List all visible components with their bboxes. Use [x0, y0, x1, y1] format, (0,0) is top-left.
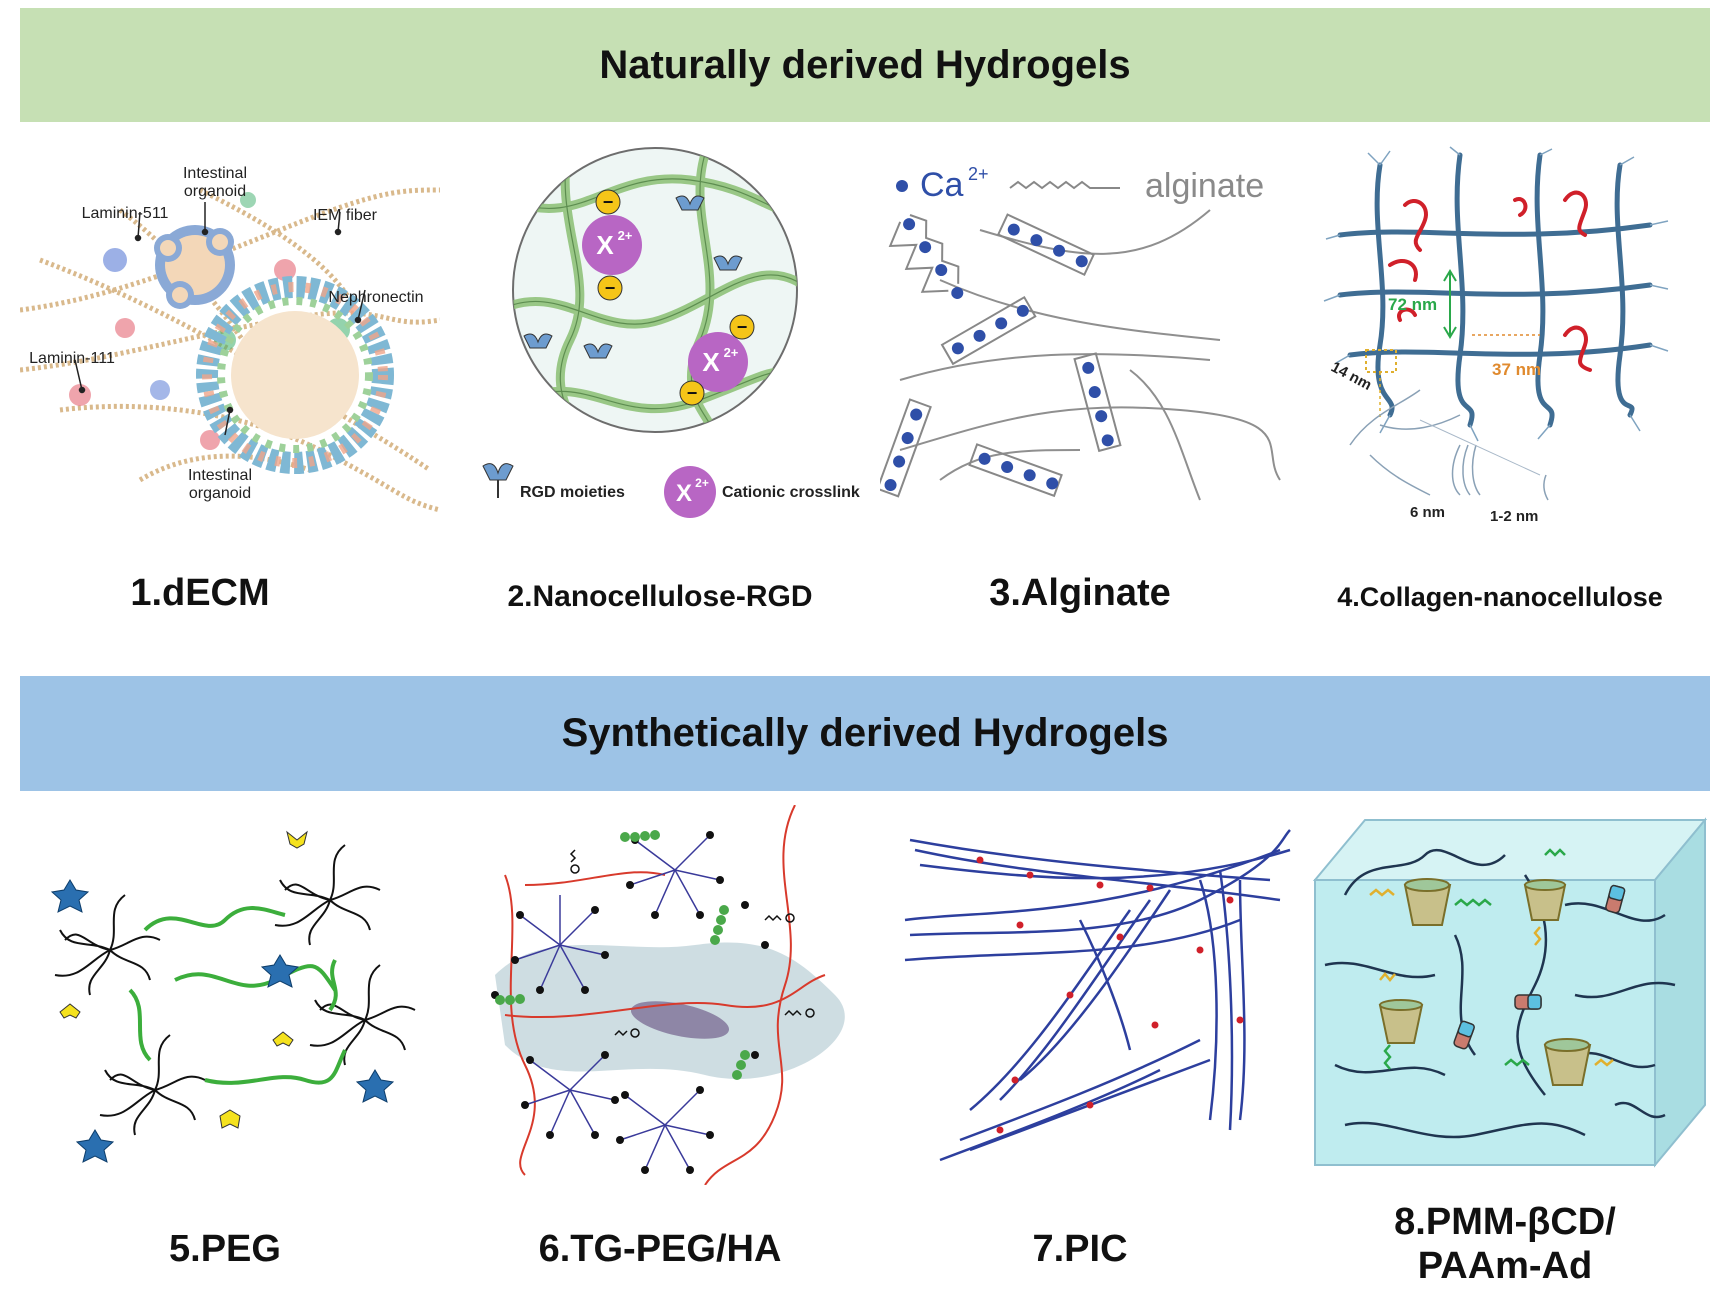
charge-4: −	[687, 383, 698, 403]
yellow-chevron-markers	[59, 830, 308, 1129]
intestinal-organoid-large	[196, 276, 394, 474]
rgd-moieties	[523, 195, 743, 359]
intestinal-organoid-small	[154, 225, 235, 309]
caption-nanocellulose-rgd: 2.Nanocellulose-RGD	[507, 580, 813, 613]
peg-star-polymers	[514, 834, 721, 1171]
peg-star-arms	[54, 844, 416, 1136]
dimension-37: 37 nm	[1472, 334, 1541, 379]
legend-ca-charge: 2+	[968, 164, 989, 184]
caption-pmm-bcd-line1: 8.PMM-βCD/	[1394, 1201, 1616, 1243]
charge-2: −	[605, 278, 616, 298]
label-laminin-511: Laminin-511	[82, 205, 169, 222]
caption-tg-peg-ha: 6.TG-PEG/HA	[538, 1228, 782, 1270]
yellow-springs	[1369, 888, 1614, 1067]
dim-6nm: 6 nm	[1410, 504, 1445, 521]
pmm-bcd-illustration	[1305, 815, 1710, 1170]
peptide-ends	[491, 831, 769, 1174]
cationic-crosslink-1: X 2+	[582, 215, 642, 275]
nanocellulose-rgd-illustration: X 2+ X 2+ − − − −	[460, 140, 860, 530]
legend-rgd-label: RGD moieties	[520, 484, 625, 501]
pic-crosslinks	[976, 856, 1244, 1134]
dim-1-2nm: 1-2 nm	[1490, 508, 1538, 525]
caption-pic: 7.PIC	[1032, 1228, 1128, 1270]
ion-charge-1: 2+	[618, 228, 633, 243]
legend-alginate: alginate	[1145, 167, 1264, 205]
alginate-chains	[899, 209, 1281, 501]
hydrogel-cube	[1312, 817, 1708, 1168]
collagen-nanocellulose-illustration: 72 nm 37 nm 14 nm 6 nm 1-2 nm	[1310, 145, 1710, 530]
negative-charges: − − − −	[595, 189, 755, 406]
adamantane-capsules	[1453, 884, 1626, 1050]
label-laminin-111: Laminin-111	[29, 350, 115, 367]
green-springs	[1383, 848, 1566, 1070]
caption-collagen-nanocellulose: 4.Collagen-nanocellulose	[1337, 582, 1663, 612]
blue-star-markers	[50, 879, 395, 1163]
synthetic-hydrogels-header: Synthetically derived Hydrogels	[20, 676, 1710, 791]
cationic-crosslink-2: X 2+	[688, 332, 748, 392]
peg-green-linkers	[128, 906, 347, 1085]
label-intestinal-organoid-bottom-1: Intestinal	[188, 467, 252, 484]
dim-14nm: 14 nm	[1328, 359, 1374, 394]
label-intestinal-organoid-top-1: Intestinal	[183, 165, 247, 182]
pic-fibers	[904, 829, 1291, 1162]
ion-charge-2: 2+	[724, 345, 739, 360]
label-intestinal-organoid-top-2: organoid	[184, 183, 246, 200]
charge-3: −	[737, 317, 748, 337]
alginate-illustration: Ca 2+ alginate	[880, 150, 1300, 530]
label-iem-fiber: IEM fiber	[313, 207, 378, 224]
legend-ion-label: X	[676, 480, 692, 507]
collagen-branches	[1323, 146, 1669, 442]
peg-illustration	[25, 820, 445, 1180]
caption-pmm-bcd: 8.PMM-βCD/ PAAm-Ad	[1320, 1200, 1690, 1288]
caption-alginate: 3.Alginate	[989, 572, 1171, 614]
polymer-chains	[1324, 848, 1676, 1139]
legend-ca: Ca	[920, 166, 964, 204]
label-intestinal-organoid-bottom-2: organoid	[189, 485, 251, 502]
legend-ion-charge: 2+	[695, 476, 709, 490]
charge-1: −	[603, 192, 614, 212]
dim-72nm: 72 nm	[1388, 295, 1437, 314]
ca-alginate-junctions	[880, 213, 1122, 498]
cell-nucleus	[630, 1001, 730, 1039]
ion-label-2: X	[702, 347, 720, 377]
alginate-legend: Ca 2+ alginate	[896, 164, 1264, 205]
legend-rgd: RGD moieties	[482, 463, 625, 501]
label-nephronectin: Nephronectin	[328, 289, 423, 306]
pic-illustration	[900, 820, 1300, 1170]
cyclodextrin-cups	[1378, 878, 1592, 1086]
caption-pmm-bcd-line2: PAAm-Ad	[1417, 1245, 1593, 1287]
collagen-fibrils	[1337, 152, 1653, 428]
dimension-72: 72 nm	[1388, 269, 1457, 339]
green-peptides	[495, 830, 750, 1080]
decm-illustration: Intestinal organoid Laminin-511 IEM fibe…	[20, 150, 440, 520]
mmp-linkers	[569, 849, 815, 1038]
tg-peg-ha-illustration	[465, 805, 875, 1185]
caption-peg: 5.PEG	[169, 1228, 281, 1270]
ion-label-1: X	[596, 230, 614, 260]
caption-decm: 1.dECM	[130, 572, 270, 614]
legend-cationic: X 2+ Cationic crosslink	[664, 466, 860, 518]
ecm-fibers	[20, 187, 440, 513]
nanocellulose-crosslinks	[1388, 190, 1592, 372]
dim-37nm: 37 nm	[1492, 360, 1541, 379]
legend-cation-label: Cationic crosslink	[722, 484, 860, 501]
label-leaders	[74, 202, 366, 436]
ha-red-chains	[504, 805, 826, 1185]
natural-hydrogels-header: Naturally derived Hydrogels	[20, 8, 1710, 122]
